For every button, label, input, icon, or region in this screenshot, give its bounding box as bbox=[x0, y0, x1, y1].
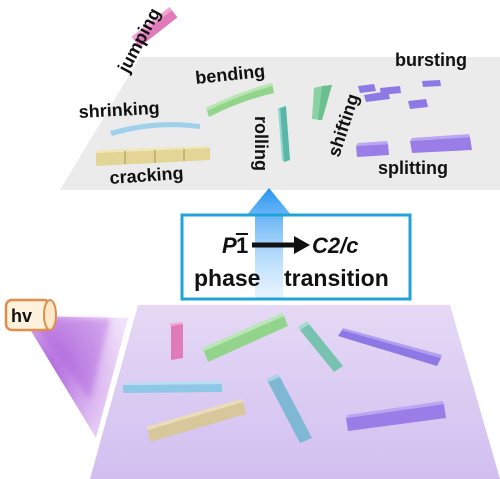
crystal-bottom-purple-short bbox=[346, 401, 446, 431]
crystal-bottom-blue bbox=[123, 381, 222, 393]
crystal-bottom-teal bbox=[298, 321, 343, 372]
label-bursting: bursting bbox=[395, 50, 467, 70]
crystal-bottom-pink bbox=[169, 322, 183, 360]
phase-from-symbol: 1 bbox=[236, 233, 248, 258]
label-rolling: rolling bbox=[251, 116, 271, 171]
crystal-bottom-purple-long bbox=[338, 328, 442, 366]
crystal-cracking bbox=[96, 146, 210, 166]
crystal-rolling bbox=[278, 106, 290, 162]
caption-phase: phase bbox=[194, 265, 260, 291]
crystal-splitting bbox=[356, 134, 472, 157]
label-shrinking: shrinking bbox=[78, 98, 160, 122]
phase-arrow bbox=[252, 236, 310, 254]
caption-transition: transition bbox=[284, 265, 389, 291]
transition-box bbox=[180, 213, 412, 301]
phase-to: C2/c bbox=[312, 233, 358, 258]
crystal-bottom-tan bbox=[146, 399, 246, 442]
crystal-bottom-blue-teal bbox=[266, 374, 312, 443]
crystal-shifting bbox=[312, 85, 332, 120]
light-label: hv bbox=[11, 306, 32, 326]
phase-from-letter: P bbox=[222, 233, 237, 258]
crystal-bending bbox=[206, 83, 274, 117]
crystal-bottom-green bbox=[202, 313, 288, 362]
label-splitting: splitting bbox=[378, 158, 448, 178]
light-cone-glow bbox=[30, 318, 110, 400]
crystal-shrinking bbox=[110, 122, 200, 136]
crystal-jumping bbox=[131, 7, 178, 47]
crystal-bursting bbox=[358, 80, 441, 109]
light-source-lamp bbox=[4, 298, 57, 332]
